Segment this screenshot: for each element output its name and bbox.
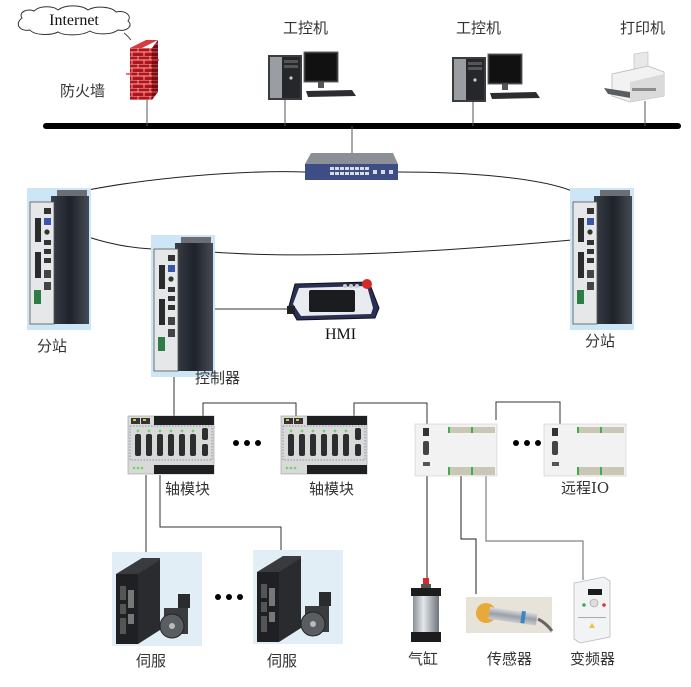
- axis-module-2-icon: [280, 415, 368, 475]
- ring-lower-right: [211, 239, 573, 256]
- remote-io-label: 远程IO: [561, 479, 610, 497]
- cloud-label: Internet: [49, 12, 99, 29]
- pc-tower-icon: [268, 55, 302, 100]
- keyboard-icon: [306, 90, 356, 97]
- substation-right-label: 分站: [585, 332, 616, 350]
- io1-io2-chain: [495, 401, 561, 424]
- axis1-axis2-chain: [202, 402, 297, 417]
- frequency-inverter-icon: [573, 576, 611, 644]
- remote-io-2-icon: [543, 423, 627, 477]
- hmi-pendant-icon: [287, 279, 380, 321]
- substation-left-label: 分站: [37, 337, 68, 355]
- axis-module-1-icon: [127, 415, 215, 475]
- servo-ellipsis: [215, 594, 243, 600]
- io-vfd-line: [485, 476, 584, 580]
- controller-label: 控制器: [195, 369, 241, 387]
- network-switch-icon: [305, 153, 398, 180]
- printer-icon: [604, 51, 665, 103]
- axis-module-2-label: 轴模块: [309, 480, 355, 498]
- cloud-icon: [17, 5, 131, 36]
- cloud-tail-line: [123, 32, 132, 41]
- hmi-label: HMI: [325, 326, 357, 343]
- proximity-sensor-icon: [466, 597, 554, 633]
- io-sensor-line: [460, 476, 477, 594]
- monitor-icon: [487, 53, 523, 90]
- axis-module-1-label: 轴模块: [165, 480, 211, 498]
- firewall-icon: [126, 40, 159, 100]
- monitor-icon: [303, 51, 339, 88]
- ring-upper-right: [397, 171, 573, 192]
- axis-module-ellipsis: [233, 440, 261, 446]
- cylinder-label: 气缸: [408, 650, 439, 668]
- firewall-label: 防火墙: [60, 82, 106, 100]
- industrial-pc-2: [452, 53, 540, 102]
- servo-1-label: 伺服: [136, 652, 167, 670]
- ring-upper-left: [87, 171, 306, 191]
- axis2-io1-chain: [353, 402, 428, 424]
- internet-cloud: Internet: [17, 5, 131, 36]
- ipc-1-label: 工控机: [283, 19, 329, 37]
- pc-tower-icon: [452, 57, 486, 102]
- servo-1-icon: [112, 552, 202, 646]
- connections: [43, 32, 681, 594]
- ring-lower-left: [87, 236, 153, 250]
- substation-right-icon: [570, 188, 634, 330]
- industrial-pc-1: [268, 51, 356, 100]
- ipc-2-label: 工控机: [456, 19, 502, 37]
- substation-left-icon: [27, 188, 91, 330]
- controller-icon: [151, 235, 215, 377]
- servo-2-icon: [253, 550, 343, 644]
- keyboard-icon: [490, 92, 540, 99]
- vfd-label: 变频器: [570, 650, 616, 668]
- servo-2-label: 伺服: [267, 652, 298, 670]
- sensor-label: 传感器: [487, 650, 533, 668]
- printer-label: 打印机: [620, 19, 666, 37]
- remote-io-ellipsis: [513, 440, 541, 446]
- cylinder-icon: [411, 578, 441, 642]
- remote-io-1-icon: [414, 423, 498, 477]
- axis-servo2-line: [159, 475, 282, 572]
